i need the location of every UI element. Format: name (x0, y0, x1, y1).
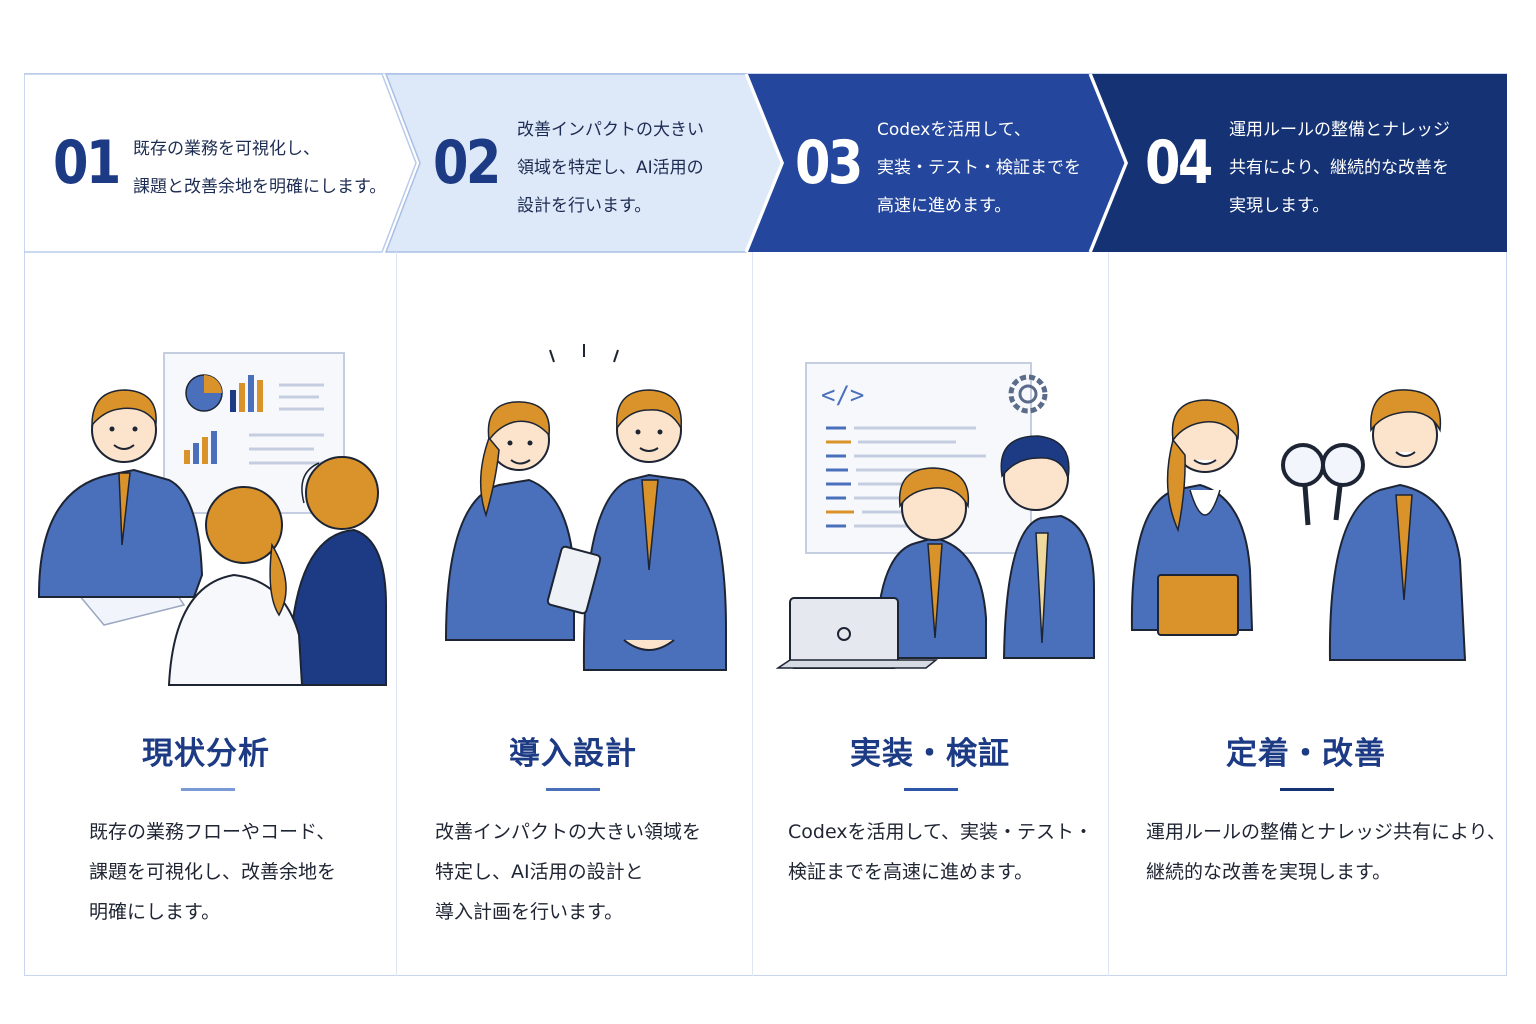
column-4-description: 運用ルールの整備とナレッジ共有により、継続的な改善を実現します。 (1146, 821, 1506, 883)
step-3-chevron (748, 74, 1126, 252)
column-2-rule (546, 788, 600, 791)
column-4-title: 定着・改善 (1226, 736, 1386, 772)
column-2-title: 導入設計 (509, 736, 637, 772)
step-3-number: 03 (795, 128, 863, 198)
column-divider (396, 252, 397, 976)
column-divider (752, 252, 753, 976)
magnifier-review-icon (1130, 389, 1467, 661)
business-meeting-analysis-icon (38, 352, 387, 686)
step-1-number: 01 (53, 128, 121, 198)
step-banner (24, 73, 1507, 253)
column-1-title: 現状分析 (142, 736, 270, 772)
column-3-description: Codexを活用して、実装・テスト・検証までを高速に進めます。 (788, 821, 1094, 883)
step-4-chevron (1092, 74, 1507, 252)
column-3-title: 実装・検証 (850, 736, 1010, 772)
step-2-text: 改善インパクトの大きい領域を特定し、AI活用の設計を行います。 (517, 120, 704, 216)
column-1-rule (181, 788, 235, 791)
tablet-planning-icon (444, 344, 727, 671)
column-1-description: 既存の業務フローやコード、課題を可視化し、改善余地を明確にします。 (89, 821, 337, 923)
step-4-number: 04 (1145, 128, 1213, 198)
step-3-text: Codexを活用して、実装・テスト・検証までを高速に進めます。 (877, 120, 1081, 216)
step-1-text: 既存の業務を可視化し、課題と改善余地を明確にします。 (133, 139, 387, 197)
column-4-rule (1280, 788, 1334, 791)
step-1-chevron (24, 73, 417, 253)
step-2-number: 02 (433, 128, 501, 198)
step-4-text: 運用ルールの整備とナレッジ共有により、継続的な改善を実現します。 (1229, 120, 1450, 216)
column-2-description: 改善インパクトの大きい領域を特定し、AI活用の設計と導入計画を行います。 (435, 821, 702, 923)
svg-text:</>: </> (821, 381, 864, 409)
column-3-rule (904, 788, 958, 791)
code-laptop-icon: </> (776, 362, 1095, 669)
column-divider (1108, 252, 1109, 976)
